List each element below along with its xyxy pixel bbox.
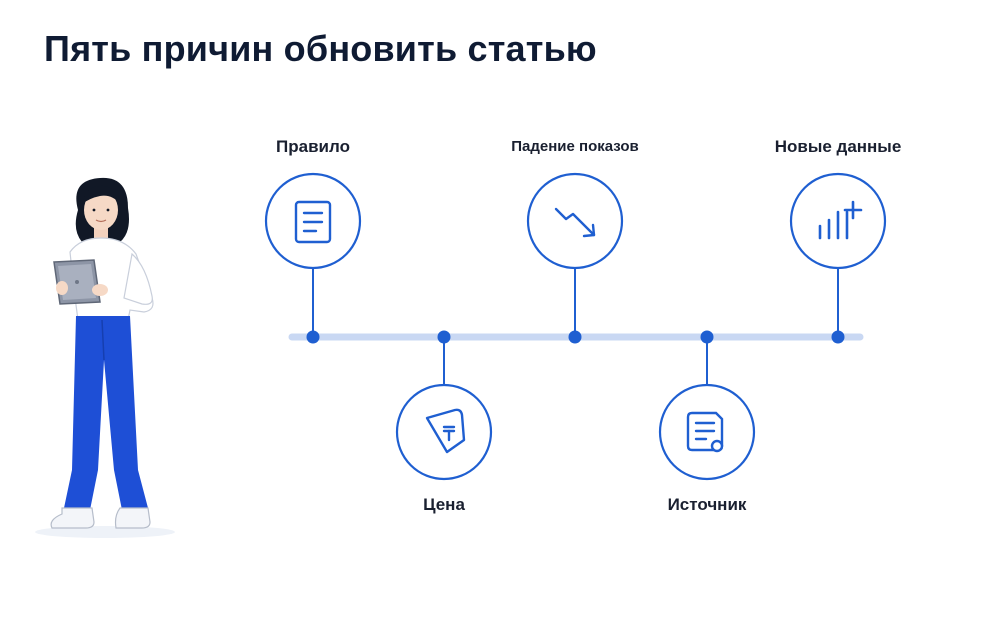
price-tag-icon bbox=[425, 408, 466, 454]
step-label-1: Правило bbox=[276, 137, 350, 156]
timeline-dot-2 bbox=[437, 330, 451, 344]
document-icon bbox=[294, 200, 332, 244]
step-label-4: Источник bbox=[667, 495, 747, 514]
timeline-dot-3 bbox=[568, 330, 582, 344]
timeline-dot-4 bbox=[700, 330, 714, 344]
step-circle-3 bbox=[526, 172, 624, 270]
trend-down-icon bbox=[554, 207, 596, 238]
bar-chart-plus-icon bbox=[818, 200, 863, 240]
timeline-dot-5 bbox=[831, 330, 845, 344]
step-label-2: Цена bbox=[423, 495, 465, 514]
timeline-dot-1 bbox=[306, 330, 320, 344]
source-document-icon bbox=[686, 411, 724, 453]
step-label-3: Падение показов bbox=[511, 138, 639, 155]
step-label-5: Новые данные bbox=[774, 137, 902, 156]
woman-with-tablet-illustration bbox=[35, 177, 175, 538]
page-title: Пять причин обновить статью bbox=[44, 28, 597, 69]
